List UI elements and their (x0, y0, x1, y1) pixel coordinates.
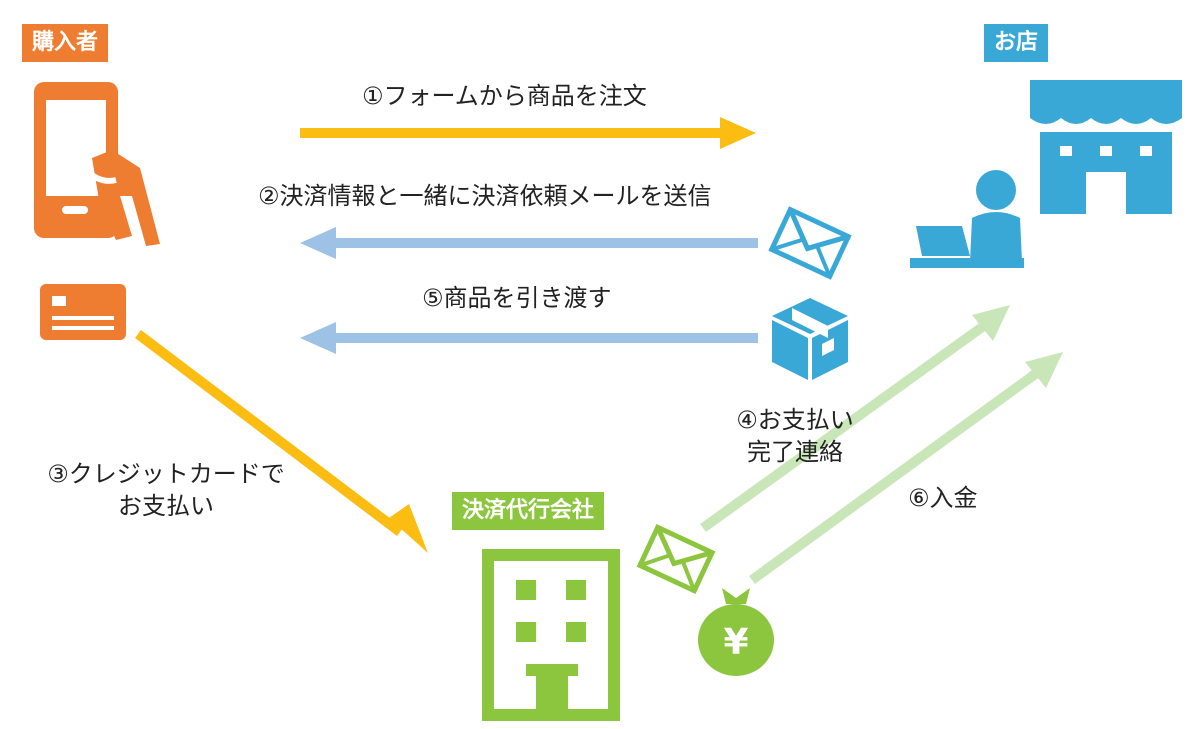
step4-line1: ④お支払い (736, 406, 854, 434)
step2-label: ②決済情報と一緒に決済依頼メールを送信 (258, 182, 712, 210)
package-box-icon (772, 298, 848, 380)
office-building-icon (482, 549, 620, 721)
smartphone-hand-icon (34, 82, 160, 246)
yen-money-bag-icon: ¥ (698, 588, 774, 676)
step3-line1: ③クレジットカードで (47, 460, 285, 488)
arrow-step5-deliver (300, 322, 758, 354)
step6-label: ⑥入金 (908, 484, 978, 512)
credit-card-icon (40, 284, 126, 340)
arrow-step4-completion (700, 305, 1010, 533)
buyer-tag: 購入者 (22, 24, 109, 62)
step3-label: ③クレジットカードで お支払い (16, 458, 316, 522)
step4-line2: 完了連絡 (747, 438, 843, 466)
yen-symbol: ¥ (723, 622, 748, 663)
arrow-step2-mail (300, 227, 758, 259)
arrow-step6-deposit (749, 352, 1063, 585)
payment-company-tag: 決済代行会社 (452, 492, 605, 530)
step4-label: ④お支払い 完了連絡 (700, 404, 890, 468)
store-icon (1030, 80, 1182, 214)
step3-line2: お支払い (118, 492, 214, 520)
clerk-laptop-icon (910, 170, 1024, 268)
arrow-step1-order (300, 117, 756, 149)
step5-label: ⑤商品を引き渡す (422, 284, 612, 312)
step1-label: ①フォームから商品を注文 (362, 82, 647, 110)
shop-tag: お店 (984, 24, 1049, 62)
envelope-icon-green (636, 523, 716, 595)
arrow-step3-card-payment (134, 330, 428, 553)
envelope-icon-blue (768, 206, 852, 280)
